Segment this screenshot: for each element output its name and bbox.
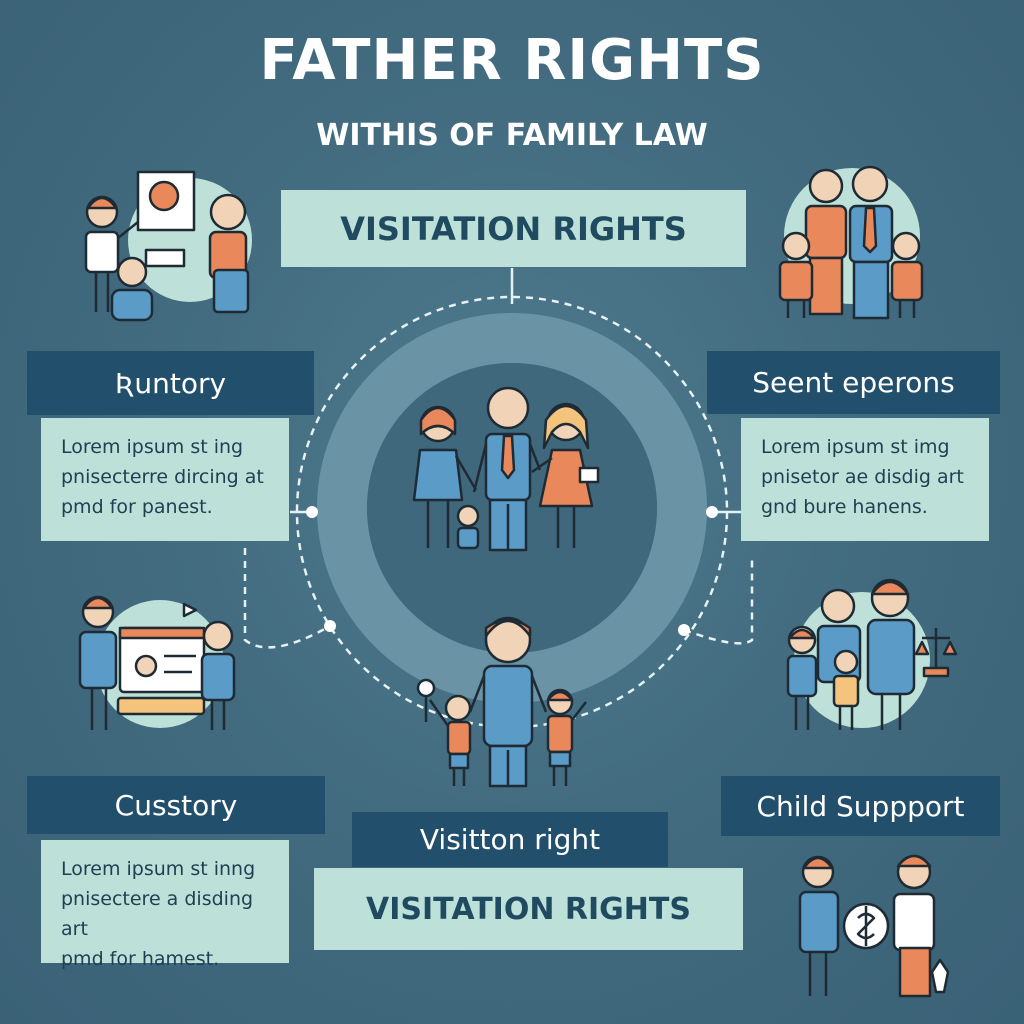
page-subtitle: WITHIS OF FAMILY LAW <box>316 118 708 153</box>
father-raising-children-icon <box>416 616 587 788</box>
top-banner-visitation-rights: VISITATION RIGHTS <box>281 190 746 267</box>
connector-node-right <box>706 506 718 518</box>
left-bottom-heading: Cusstory <box>27 776 325 834</box>
left-top-line-3: pmd for panest. <box>61 496 213 518</box>
left-bottom-line-3: pmd for hamest. <box>61 948 220 970</box>
family-justice-scale-icon <box>786 578 958 730</box>
left-bottom-line-2: pnisectere a disding art <box>61 888 254 940</box>
right-top-heading: Seent eperons <box>707 351 1000 414</box>
bottom-banner-visitation-rights: VISITATION RIGHTS <box>314 868 743 950</box>
connector-node-left <box>306 506 318 518</box>
connector-lower-left <box>243 548 331 649</box>
right-bottom-heading: Child Suppport <box>721 776 1000 836</box>
connector-node-lower-right <box>678 624 690 636</box>
left-top-line-1: Lorem ipsum st ing <box>61 436 244 458</box>
right-top-description: Lorem ipsum st img pnisetor ae disdig ar… <box>741 418 989 541</box>
connector-lower-right <box>683 560 754 645</box>
family-holding-hands-icon <box>412 386 600 552</box>
presentation-family-icon <box>84 170 252 322</box>
left-bottom-line-1: Lorem ipsum st inng <box>61 858 256 880</box>
left-top-line-2: pnisecterre dircing at <box>61 466 264 488</box>
right-top-line-3: gnd bure hanens. <box>761 496 928 518</box>
bottom-center-heading: Visitton right <box>352 812 668 867</box>
page-title: FATHER RIGHTS <box>259 28 765 93</box>
father-children-group-icon <box>778 165 924 320</box>
right-top-line-2: pnisetor ae disdig art <box>761 466 964 488</box>
connector-node-lower-left <box>324 620 336 632</box>
child-support-money-icon <box>798 854 950 998</box>
custody-document-icon <box>78 595 236 730</box>
left-top-heading: Ʀuntory <box>27 351 314 415</box>
left-bottom-description: Lorem ipsum st inng pnisectere a disding… <box>41 840 289 970</box>
right-top-line-1: Lorem ipsum st img <box>761 436 950 458</box>
left-top-description: Lorem ipsum st ing pnisecterre dircing a… <box>41 418 289 541</box>
